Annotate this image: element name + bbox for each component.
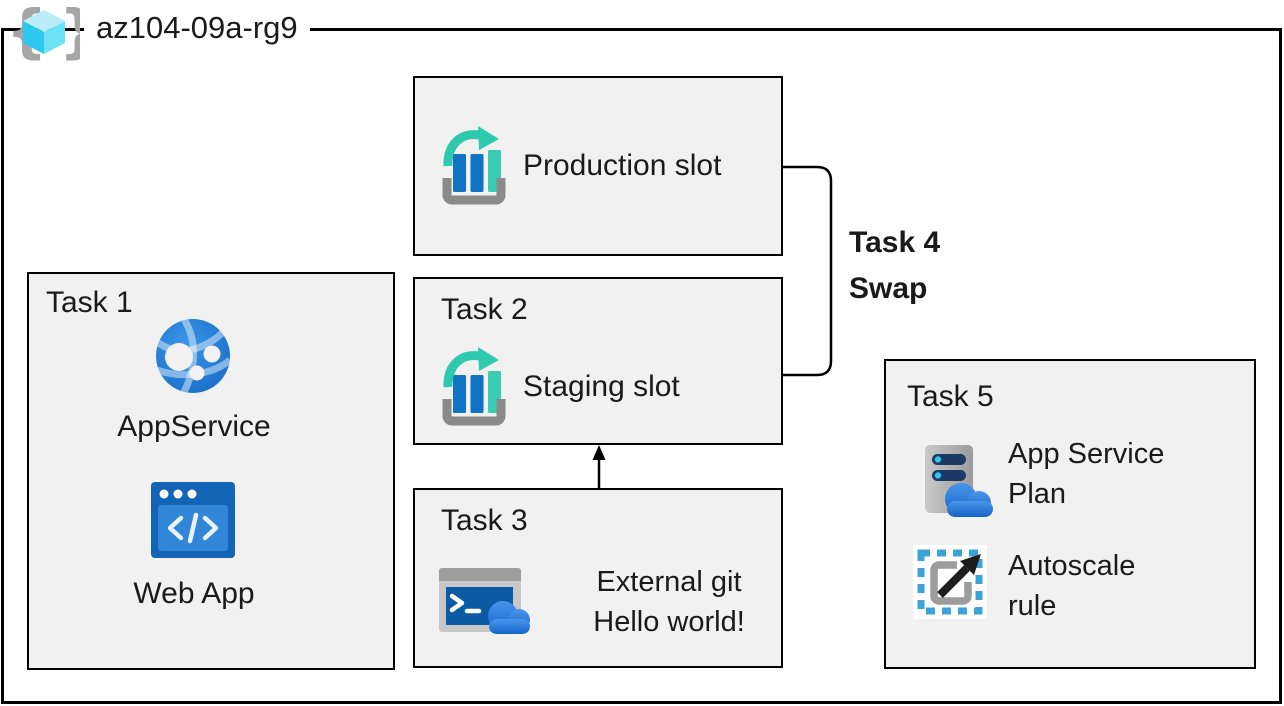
production-slot-label: Production slot	[523, 149, 722, 182]
web-app-label: Web App	[133, 577, 255, 610]
task3-box: Task 3 External git Hello world!	[413, 488, 783, 668]
cloud-shell-icon	[439, 568, 530, 634]
resource-group-icon: { }	[8, 3, 80, 61]
deployment-slot-icon	[442, 347, 506, 426]
task3-title: Task 3	[441, 504, 528, 537]
app-service-plan-icon	[925, 445, 993, 517]
task1-title: Task 1	[46, 286, 133, 319]
task5-title: Task 5	[907, 380, 994, 413]
task3-caption: External git Hello world!	[565, 562, 773, 642]
resource-group-label: az104-09a-rg9	[84, 8, 310, 48]
web-app-icon	[151, 482, 235, 558]
staging-slot-label: Staging slot	[523, 370, 680, 403]
deployment-slot-icon	[442, 126, 506, 205]
production-slot-box: Production slot	[413, 76, 783, 256]
task3-caption-line1: External git	[596, 566, 742, 598]
task1-box: Task 1 AppService	[27, 272, 395, 670]
task4-swap-label: Swap	[849, 272, 928, 305]
task2-box: Task 2 Staging slot	[413, 277, 783, 445]
task2-title: Task 2	[441, 293, 528, 326]
app-service-globe-icon	[156, 319, 230, 393]
task3-caption-line2: Hello world!	[593, 606, 745, 638]
task5-box: Task 5 App Service Plan	[884, 359, 1256, 669]
autoscale-rule-label: Autoscale rule	[1008, 550, 1136, 622]
resource-group-frame	[1, 28, 1282, 704]
task3-to-task2-arrow	[592, 445, 606, 489]
app-service-plan-label: App Service Plan	[1008, 438, 1165, 510]
task4-title: Task 4	[849, 226, 941, 259]
autoscale-rule-icon	[913, 545, 987, 619]
app-service-label: AppService	[117, 410, 271, 443]
svg-text:}: }	[59, 3, 80, 61]
swap-bracket-connector	[783, 165, 833, 377]
